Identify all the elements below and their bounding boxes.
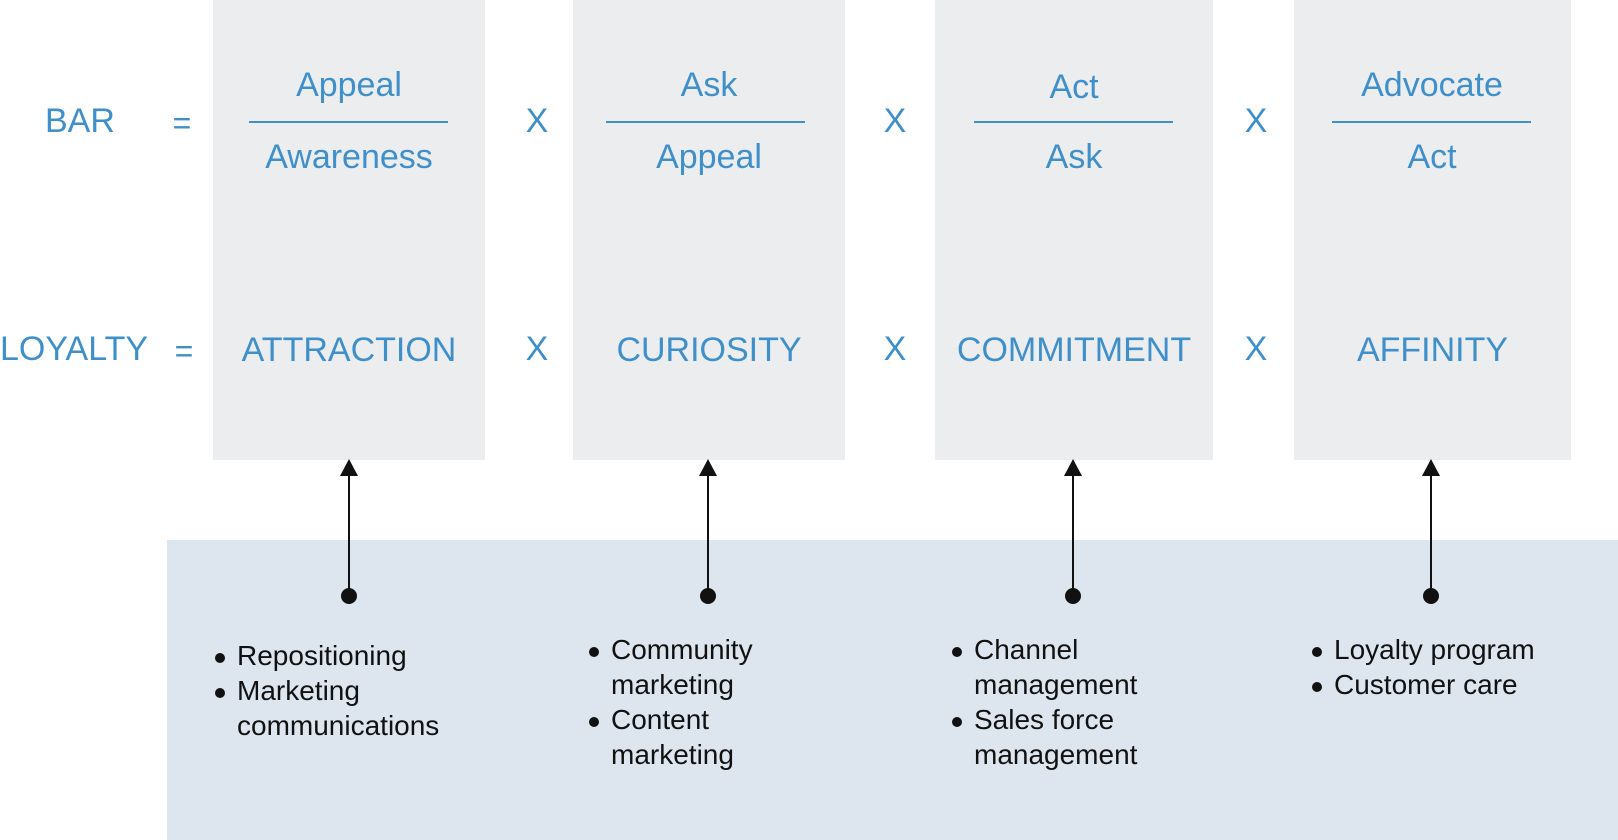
loyalty-multiply-sign-3: X — [1244, 330, 1268, 368]
bar-equals-sign: = — [172, 105, 192, 141]
column-affinity — [1294, 0, 1571, 460]
actions-panel — [167, 540, 1618, 840]
loyalty-equals-sign: = — [174, 333, 194, 369]
loyalty-term-commitment: COMMITMENT — [956, 331, 1192, 369]
loyalty-term-affinity: AFFINITY — [1356, 331, 1509, 369]
action-item: Customer care — [1310, 667, 1610, 702]
action-item: Loyalty program — [1310, 632, 1610, 667]
column-curiosity — [573, 0, 845, 460]
fraction-bar — [974, 121, 1173, 123]
fraction-bar — [1332, 121, 1531, 123]
bar-multiply-sign-3: X — [1244, 102, 1268, 140]
fraction-bar — [249, 121, 448, 123]
loyalty-multiply-sign-2: X — [883, 330, 907, 368]
actions-list-curiosity: Community marketing Content marketing — [587, 632, 807, 772]
action-item: Channel management — [950, 632, 1170, 702]
fraction-bar — [606, 121, 805, 123]
fraction-numerator: Ask — [680, 66, 738, 104]
action-item: Sales force management — [950, 702, 1170, 772]
action-item: Community marketing — [587, 632, 807, 702]
fraction-denominator: Appeal — [656, 138, 762, 176]
loyalty-term-curiosity: CURIOSITY — [616, 331, 802, 369]
action-item: Content marketing — [587, 702, 807, 772]
action-item: Marketing communications — [213, 673, 467, 743]
actions-list-attraction: Repositioning Marketing communications — [213, 638, 513, 743]
fraction-denominator: Act — [1407, 138, 1457, 176]
fraction-numerator: Act — [1049, 68, 1099, 106]
actions-list-affinity: Loyalty program Customer care — [1310, 632, 1610, 702]
loyalty-row-label: LOYALTY — [0, 330, 149, 368]
column-commitment — [935, 0, 1213, 460]
actions-list-commitment: Channel management Sales force managemen… — [950, 632, 1170, 772]
bar-multiply-sign-2: X — [883, 102, 907, 140]
fraction-numerator: Appeal — [296, 66, 402, 104]
bar-row-label: BAR — [45, 102, 115, 140]
fraction-numerator: Advocate — [1361, 66, 1503, 104]
column-attraction — [213, 0, 485, 460]
loyalty-multiply-sign-1: X — [525, 330, 549, 368]
loyalty-term-attraction: ATTRACTION — [241, 331, 457, 369]
fraction-denominator: Ask — [1045, 138, 1103, 176]
fraction-denominator: Awareness — [265, 138, 433, 176]
action-item: Repositioning — [213, 638, 513, 673]
bar-multiply-sign-1: X — [525, 102, 549, 140]
